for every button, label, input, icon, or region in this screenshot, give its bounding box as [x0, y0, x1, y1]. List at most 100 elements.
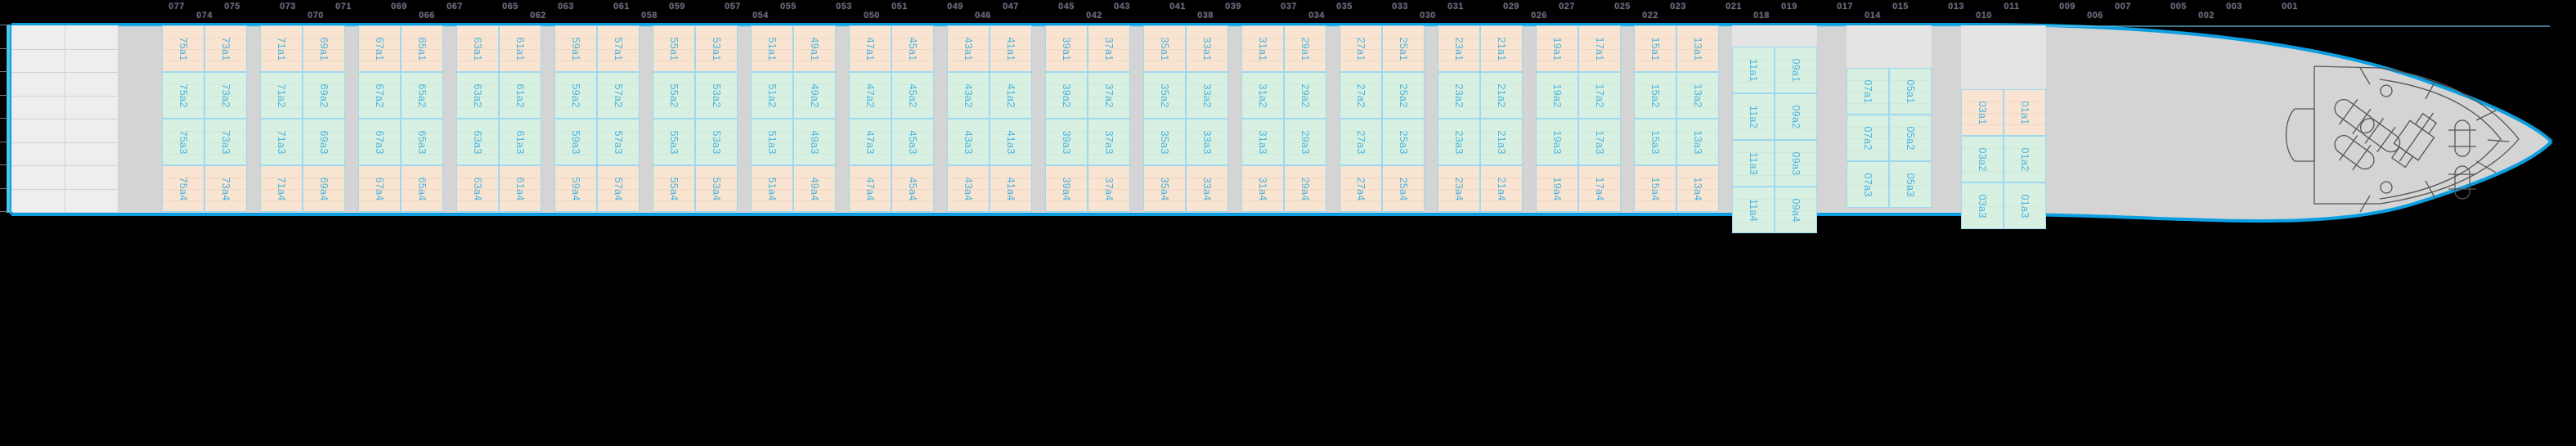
container-slot-31a1[interactable]: 31a1 [1241, 25, 1284, 72]
container-slot-67a3[interactable]: 67a3 [358, 119, 401, 165]
container-slot-49a1[interactable]: 49a1 [793, 25, 836, 72]
container-slot-59a1[interactable]: 59a1 [554, 25, 597, 72]
container-slot-05a3[interactable]: 05a3 [1889, 161, 1932, 208]
container-slot-73a1[interactable]: 73a1 [204, 25, 247, 72]
container-slot-09a2[interactable]: 09a2 [1775, 93, 1817, 140]
container-slot-31a3[interactable]: 31a3 [1241, 119, 1284, 165]
container-slot-23a2[interactable]: 23a2 [1438, 72, 1480, 119]
container-slot-25a3[interactable]: 25a3 [1382, 119, 1425, 165]
container-slot-33a3[interactable]: 33a3 [1186, 119, 1228, 165]
container-slot-21a3[interactable]: 21a3 [1480, 119, 1523, 165]
container-slot-05a2[interactable]: 05a2 [1889, 115, 1932, 161]
container-slot-61a3[interactable]: 61a3 [499, 119, 541, 165]
container-slot-69a4[interactable]: 69a4 [303, 165, 345, 212]
container-slot-61a4[interactable]: 61a4 [499, 165, 541, 212]
container-slot-33a4[interactable]: 33a4 [1186, 165, 1228, 212]
container-slot-71a3[interactable]: 71a3 [260, 119, 303, 165]
container-slot-25a1[interactable]: 25a1 [1382, 25, 1425, 72]
container-slot-11a3[interactable]: 11a3 [1732, 140, 1775, 187]
container-slot-51a1[interactable]: 51a1 [751, 25, 793, 72]
container-slot-27a2[interactable]: 27a2 [1340, 72, 1382, 119]
container-slot-53a2[interactable]: 53a2 [695, 72, 738, 119]
container-slot-25a4[interactable]: 25a4 [1382, 165, 1425, 212]
container-slot-57a1[interactable]: 57a1 [597, 25, 640, 72]
container-slot-21a2[interactable]: 21a2 [1480, 72, 1523, 119]
container-slot-37a4[interactable]: 37a4 [1088, 165, 1130, 212]
container-slot-33a2[interactable]: 33a2 [1186, 72, 1228, 119]
container-slot-65a2[interactable]: 65a2 [401, 72, 443, 119]
container-slot-57a2[interactable]: 57a2 [597, 72, 640, 119]
container-slot-29a3[interactable]: 29a3 [1284, 119, 1326, 165]
container-slot-47a3[interactable]: 47a3 [849, 119, 891, 165]
container-slot-33a1[interactable]: 33a1 [1186, 25, 1228, 72]
container-slot-41a2[interactable]: 41a2 [990, 72, 1032, 119]
container-slot-35a2[interactable]: 35a2 [1143, 72, 1186, 119]
container-slot-53a1[interactable]: 53a1 [695, 25, 738, 72]
container-slot-43a4[interactable]: 43a4 [947, 165, 990, 212]
container-slot-39a2[interactable]: 39a2 [1045, 72, 1088, 119]
container-slot-15a2[interactable]: 15a2 [1634, 72, 1676, 119]
container-slot-27a3[interactable]: 27a3 [1340, 119, 1382, 165]
container-slot-53a4[interactable]: 53a4 [695, 165, 738, 212]
container-slot-37a3[interactable]: 37a3 [1088, 119, 1130, 165]
container-slot-23a1[interactable]: 23a1 [1438, 25, 1480, 72]
container-slot-25a2[interactable]: 25a2 [1382, 72, 1425, 119]
container-slot-01a2[interactable]: 01a2 [2004, 136, 2046, 182]
container-slot-01a1[interactable]: 01a1 [2004, 89, 2046, 136]
container-slot-39a3[interactable]: 39a3 [1045, 119, 1088, 165]
container-slot-55a2[interactable]: 55a2 [653, 72, 695, 119]
container-slot-31a2[interactable]: 31a2 [1241, 72, 1284, 119]
container-slot-03a1[interactable]: 03a1 [1961, 89, 2004, 136]
container-slot-49a2[interactable]: 49a2 [793, 72, 836, 119]
container-slot-47a2[interactable]: 47a2 [849, 72, 891, 119]
container-slot-45a1[interactable]: 45a1 [891, 25, 934, 72]
container-slot-59a2[interactable]: 59a2 [554, 72, 597, 119]
container-slot-15a4[interactable]: 15a4 [1634, 165, 1676, 212]
container-slot-71a1[interactable]: 71a1 [260, 25, 303, 72]
container-slot-65a1[interactable]: 65a1 [401, 25, 443, 72]
container-slot-21a1[interactable]: 21a1 [1480, 25, 1523, 72]
container-slot-17a2[interactable]: 17a2 [1578, 72, 1621, 119]
container-slot-19a3[interactable]: 19a3 [1536, 119, 1578, 165]
container-slot-71a4[interactable]: 71a4 [260, 165, 303, 212]
container-slot-45a3[interactable]: 45a3 [891, 119, 934, 165]
container-slot-71a2[interactable]: 71a2 [260, 72, 303, 119]
container-slot-65a4[interactable]: 65a4 [401, 165, 443, 212]
container-slot-15a3[interactable]: 15a3 [1634, 119, 1676, 165]
container-slot-47a1[interactable]: 47a1 [849, 25, 891, 72]
container-slot-67a2[interactable]: 67a2 [358, 72, 401, 119]
hatch-cover-03[interactable] [1961, 25, 2046, 89]
container-slot-39a1[interactable]: 39a1 [1045, 25, 1088, 72]
container-slot-27a4[interactable]: 27a4 [1340, 165, 1382, 212]
container-slot-73a4[interactable]: 73a4 [204, 165, 247, 212]
container-slot-63a3[interactable]: 63a3 [456, 119, 499, 165]
container-slot-41a3[interactable]: 41a3 [990, 119, 1032, 165]
container-slot-61a2[interactable]: 61a2 [499, 72, 541, 119]
container-slot-39a4[interactable]: 39a4 [1045, 165, 1088, 212]
container-slot-59a3[interactable]: 59a3 [554, 119, 597, 165]
container-slot-11a1[interactable]: 11a1 [1732, 47, 1775, 93]
container-slot-63a2[interactable]: 63a2 [456, 72, 499, 119]
container-slot-41a1[interactable]: 41a1 [990, 25, 1032, 72]
container-slot-27a1[interactable]: 27a1 [1340, 25, 1382, 72]
container-slot-35a1[interactable]: 35a1 [1143, 25, 1186, 72]
container-slot-41a4[interactable]: 41a4 [990, 165, 1032, 212]
container-slot-55a3[interactable]: 55a3 [653, 119, 695, 165]
container-slot-75a3[interactable]: 75a3 [162, 119, 204, 165]
container-slot-15a1[interactable]: 15a1 [1634, 25, 1676, 72]
container-slot-03a2[interactable]: 03a2 [1961, 136, 2004, 182]
container-slot-55a4[interactable]: 55a4 [653, 165, 695, 212]
container-slot-75a4[interactable]: 75a4 [162, 165, 204, 212]
container-slot-55a1[interactable]: 55a1 [653, 25, 695, 72]
container-slot-13a2[interactable]: 13a2 [1676, 72, 1719, 119]
container-slot-69a3[interactable]: 69a3 [303, 119, 345, 165]
container-slot-53a3[interactable]: 53a3 [695, 119, 738, 165]
container-slot-29a2[interactable]: 29a2 [1284, 72, 1326, 119]
container-slot-73a2[interactable]: 73a2 [204, 72, 247, 119]
container-slot-35a3[interactable]: 35a3 [1143, 119, 1186, 165]
container-slot-67a4[interactable]: 67a4 [358, 165, 401, 212]
container-slot-17a3[interactable]: 17a3 [1578, 119, 1621, 165]
container-slot-35a4[interactable]: 35a4 [1143, 165, 1186, 212]
container-slot-17a1[interactable]: 17a1 [1578, 25, 1621, 72]
container-slot-31a4[interactable]: 31a4 [1241, 165, 1284, 212]
